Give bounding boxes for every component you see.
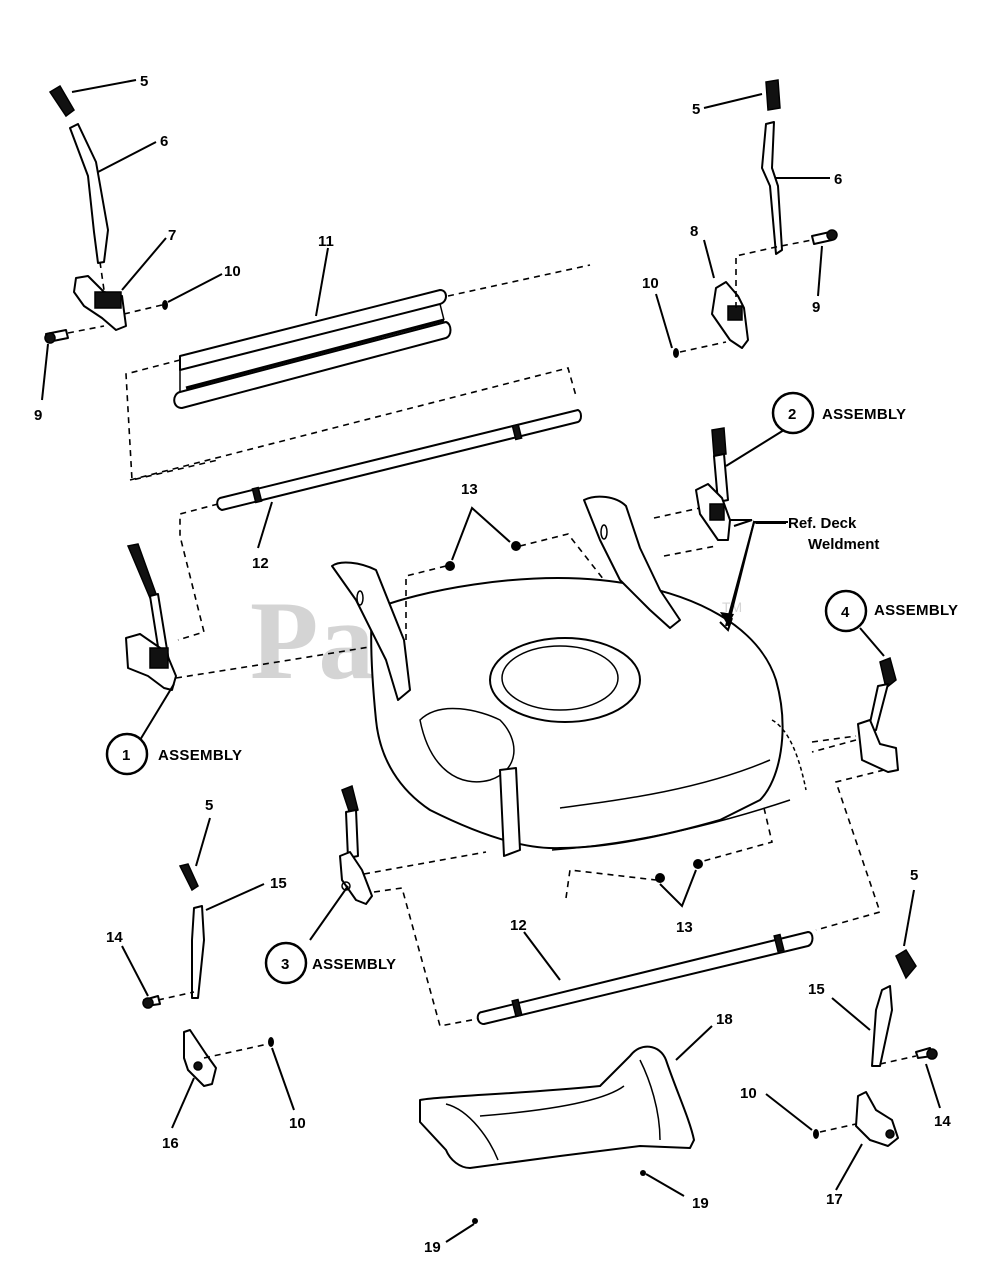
callout-11: 11 (318, 233, 334, 250)
callout-17: 17 (826, 1191, 843, 1208)
nut-part-10[interactable] (673, 348, 679, 358)
callout-10: 10 (642, 275, 659, 292)
bolt-head (926, 1048, 938, 1060)
callout-9: 9 (812, 299, 820, 316)
nut-part-13-d[interactable] (693, 859, 703, 869)
assembly-2-lever[interactable] (695, 427, 731, 541)
bolt-head (826, 229, 838, 241)
callout-5: 5 (692, 101, 700, 118)
alignment-line (129, 367, 577, 481)
nut-part-13-b[interactable] (511, 541, 521, 551)
reference-label-line1: Ref. Deck (788, 515, 857, 532)
reference-label-line2: Weldment (808, 536, 879, 553)
deck-weldment[interactable] (331, 495, 857, 863)
lower-right-height-lever-group (813, 948, 938, 1147)
callout-18: 18 (716, 1011, 733, 1028)
bolt-head (44, 332, 56, 344)
nut-part-10[interactable] (162, 300, 168, 310)
deck-right-rear-bracket (583, 495, 681, 629)
assembly-2-callout: 2 ASSEMBLY (771, 391, 906, 435)
assembly-3-lever[interactable] (339, 784, 487, 1027)
rear-skirt-part-18[interactable] (419, 1045, 695, 1169)
lever-grip-part-5[interactable] (765, 79, 781, 111)
top-left-height-lever-group (44, 84, 168, 344)
leader-lines (41, 79, 941, 1243)
deck-left-rear-bracket (331, 561, 411, 701)
assembly-2-circle (771, 391, 815, 435)
assembly-3-circle (264, 941, 308, 985)
callout-10: 10 (224, 263, 241, 280)
bracket-block (727, 305, 743, 321)
lever-arm-part-15[interactable] (871, 985, 893, 1067)
callout-16: 16 (162, 1135, 179, 1152)
lower-left-height-lever-group (142, 863, 274, 1087)
assembly-1-lever[interactable] (125, 543, 413, 691)
deck-motor-ring (489, 637, 641, 723)
rear-flap-part-11[interactable] (125, 264, 591, 481)
lever-arm-part-6[interactable] (761, 121, 783, 255)
callout-15: 15 (270, 875, 287, 892)
callout-12: 12 (252, 555, 269, 572)
callout-12: 12 (510, 917, 527, 934)
nut-part-10[interactable] (268, 1037, 274, 1047)
callout-6: 6 (834, 171, 842, 188)
assembly-4-circle (824, 589, 868, 633)
assembly-4-label: ASSEMBLY (874, 602, 958, 619)
bracket-hole (885, 1129, 895, 1139)
callout-10: 10 (740, 1085, 757, 1102)
bracket-hole (193, 1061, 203, 1071)
lever-grip-part-5[interactable] (48, 84, 75, 118)
assembly-2-number: 2 (788, 406, 797, 423)
nut-part-13-a[interactable] (445, 561, 455, 571)
callout-19: 19 (692, 1195, 709, 1212)
nut-part-13-c[interactable] (655, 873, 665, 883)
callout-5: 5 (910, 867, 918, 884)
callout-13: 13 (676, 919, 693, 936)
assembly-1-circle (105, 732, 149, 776)
callout-14: 14 (106, 929, 123, 946)
alignment-line (565, 869, 657, 899)
deck-motor-opening (501, 645, 619, 711)
lever-arm-part-15[interactable] (191, 905, 205, 999)
assembly-1-number: 1 (122, 747, 131, 764)
callout-15: 15 (808, 981, 825, 998)
assembly-3-label: ASSEMBLY (312, 956, 396, 973)
assembly-4-lever[interactable] (811, 656, 899, 931)
axle-rod-part-12-bottom[interactable] (476, 931, 814, 1025)
bracket-block (94, 291, 122, 309)
callout-5: 5 (140, 73, 148, 90)
pivot-bracket-part-16[interactable] (183, 1029, 217, 1087)
callout-7: 7 (168, 227, 176, 244)
nut-part-10[interactable] (813, 1129, 819, 1139)
assembly-4-callout: 4 ASSEMBLY (824, 589, 958, 633)
callout-14: 14 (934, 1113, 951, 1130)
axle-rod-part-12-top[interactable] (177, 409, 582, 641)
assembly-3-number: 3 (281, 956, 290, 973)
callout-9: 9 (34, 407, 42, 424)
callout-10: 10 (289, 1115, 306, 1132)
assembly-1-label: ASSEMBLY (158, 747, 242, 764)
top-right-height-lever-group (673, 79, 838, 358)
callout-6: 6 (160, 133, 168, 150)
callout-8: 8 (690, 223, 698, 240)
callout-5: 5 (205, 797, 213, 814)
assembly-4-number: 4 (841, 604, 850, 621)
deck-front-left-bracket (499, 767, 521, 857)
reference-deck-weldment-label: Ref. Deck Weldment (727, 515, 879, 627)
callout-19: 19 (424, 1239, 441, 1256)
lever-grip-part-5[interactable] (178, 863, 199, 892)
assembly-1-callout: 1 ASSEMBLY (105, 732, 242, 776)
assembly-2-label: ASSEMBLY (822, 406, 906, 423)
assembly-3-callout: 3 ASSEMBLY (264, 941, 396, 985)
bolt-head (142, 997, 154, 1009)
callout-numbers: 5 6 7 10 9 11 5 6 8 9 10 12 13 5 15 14 1… (34, 73, 951, 1256)
screw-part-19-b[interactable] (472, 1218, 478, 1224)
callout-13: 13 (461, 481, 478, 498)
lever-grip-part-5[interactable] (895, 948, 917, 980)
lever-arm-part-6[interactable] (69, 123, 109, 264)
screw-part-19-a[interactable] (640, 1170, 646, 1176)
